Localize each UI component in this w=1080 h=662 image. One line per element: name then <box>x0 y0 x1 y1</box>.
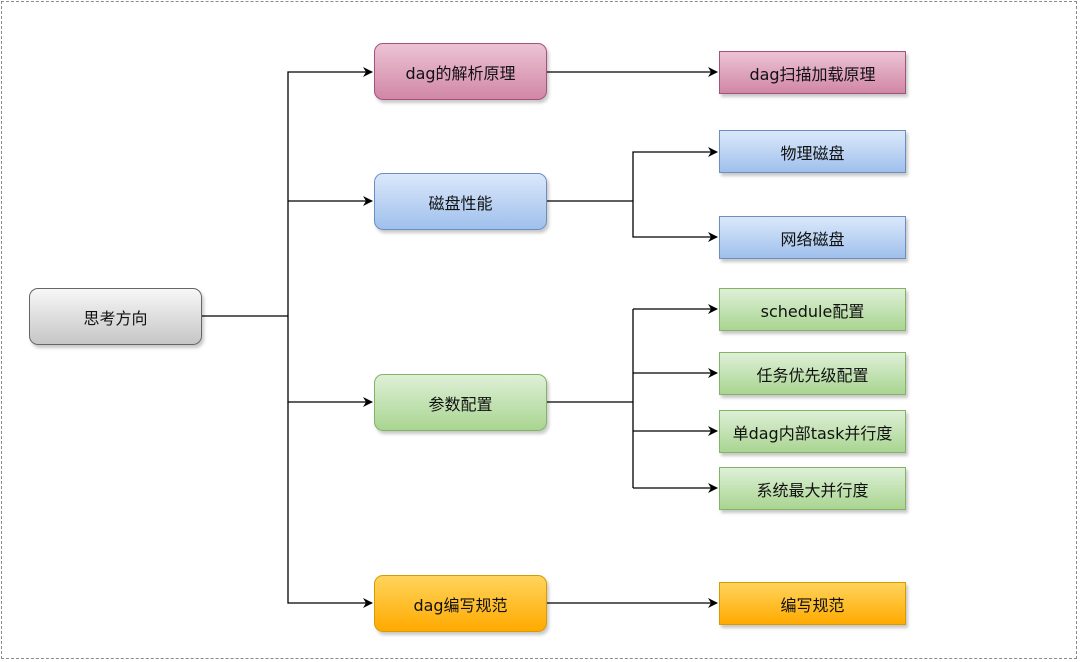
node-physical-disk: 物理磁盘 <box>719 130 906 173</box>
edge-to-dag-spec <box>287 402 373 608</box>
edge-to-param-config <box>287 316 373 407</box>
node-dag-parse-principle: dag的解析原理 <box>374 43 547 100</box>
node-writing-spec: 编写规范 <box>719 582 906 625</box>
node-task-priority-config: 任务优先级配置 <box>719 352 906 395</box>
node-single-dag-task-concurrency: 单dag内部task并行度 <box>719 410 906 453</box>
node-dag-writing-spec: dag编写规范 <box>374 575 547 632</box>
node-parameter-config: 参数配置 <box>374 374 547 431</box>
node-dag-scan-load-principle: dag扫描加载原理 <box>719 51 906 94</box>
node-network-disk: 网络磁盘 <box>719 216 906 259</box>
edge-to-physical-disk <box>632 147 718 201</box>
root-node: 思考方向 <box>29 288 202 345</box>
node-disk-performance: 磁盘性能 <box>374 173 547 230</box>
edge-to-network-disk <box>632 201 718 242</box>
edge-to-dag-parse <box>287 67 373 316</box>
node-schedule-config: schedule配置 <box>719 288 906 331</box>
node-system-max-concurrency: 系统最大并行度 <box>719 467 906 510</box>
